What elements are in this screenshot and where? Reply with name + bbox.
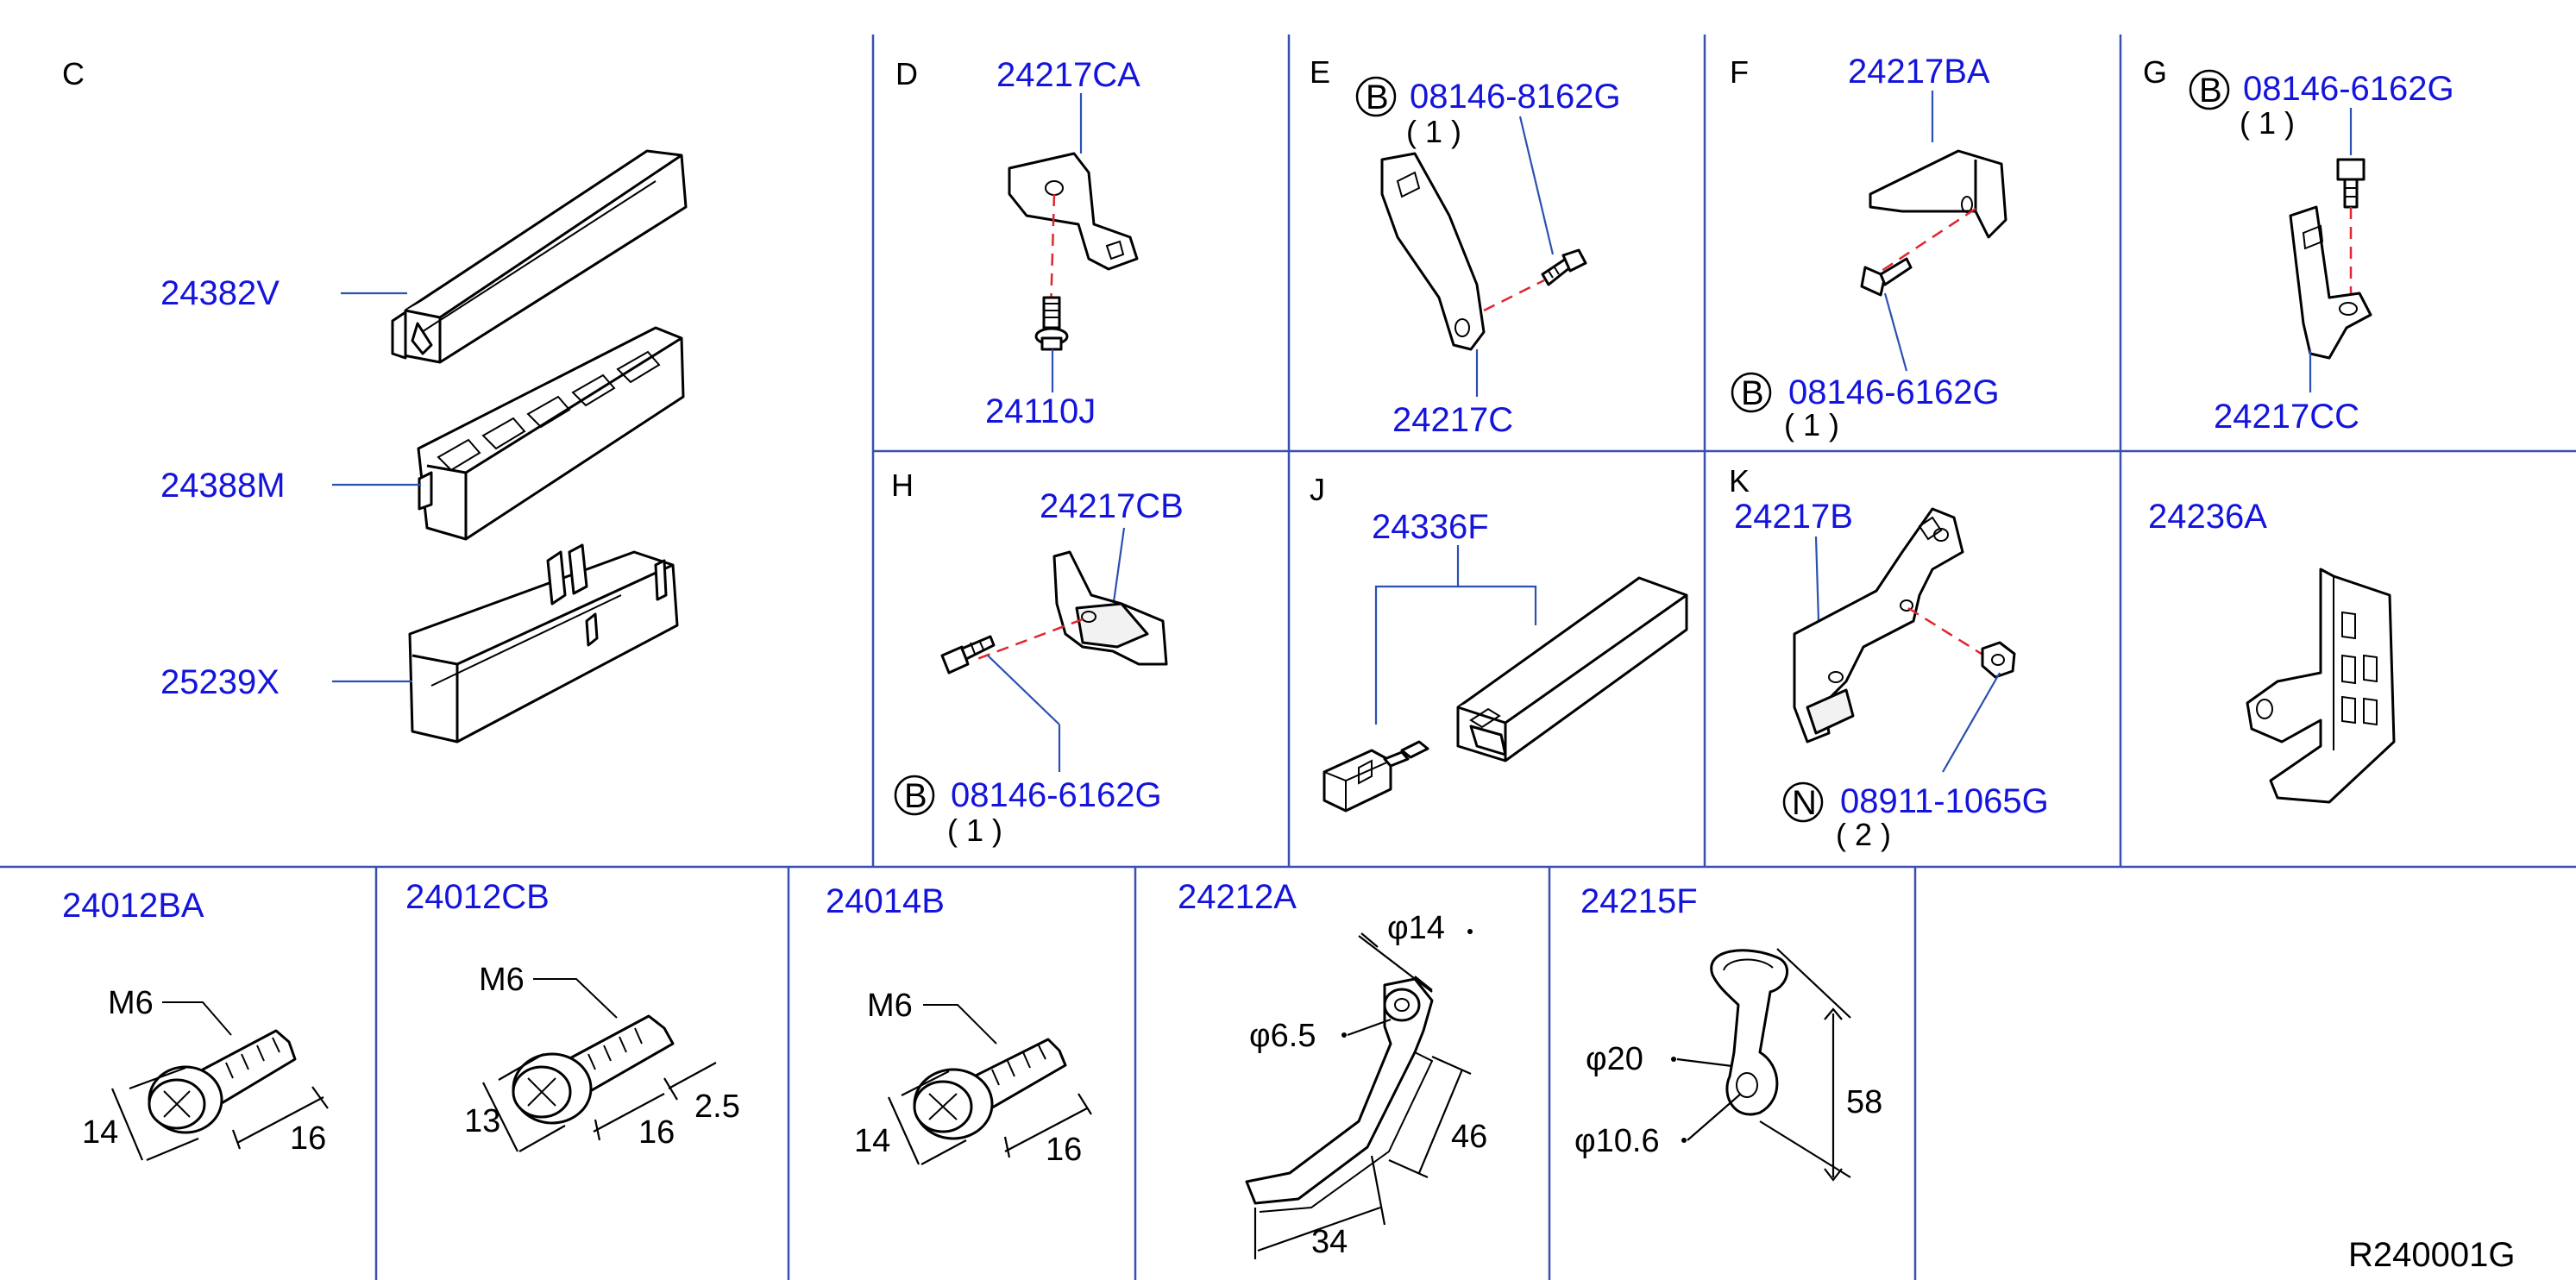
bolt-g (2336, 158, 2366, 209)
qty-k: ( 2 ) (1836, 817, 1891, 852)
part-24217C: 24217C (1392, 401, 1513, 439)
part-25239X: 25239X (160, 663, 280, 701)
height-24215F: 58 (1846, 1084, 1882, 1120)
section-24012CB: 24012CB M6 13 16 2.5 (405, 878, 740, 1152)
drawing-code: R240001G (2348, 1236, 2515, 1274)
fuse-block-base (408, 543, 679, 744)
section-l: 24236A (2148, 498, 2396, 804)
connector-housing (1456, 576, 1688, 762)
thread-24012BA: M6 (108, 985, 154, 1021)
bolt-body-24014B (913, 1038, 1067, 1140)
section-24215F: 24215F 58 φ20 φ10.6 (1574, 882, 1882, 1182)
section-letter-e: E (1310, 54, 1330, 90)
section-letter-g: G (2143, 54, 2167, 90)
clip-body-24215F (1710, 949, 1788, 1116)
bolt-f (1860, 257, 1913, 297)
section-d: D 24217CA 24110J (895, 56, 1140, 430)
section-letter-f: F (1730, 54, 1749, 90)
inner-24215F: φ10.6 (1574, 1123, 1660, 1159)
section-24212A: 24212A φ14 φ6.5 46 34 (1178, 878, 1487, 1260)
bolt-e (1541, 248, 1587, 286)
qty-g: ( 1 ) (2240, 105, 2295, 141)
fuse-holder (417, 326, 685, 541)
section-letter-h: H (891, 467, 914, 503)
section-letter-j: J (1310, 472, 1325, 507)
bracket-24217CC (2289, 205, 2372, 360)
section-h: H 24217CB B 08146-6162G ( 1 ) (891, 467, 1184, 848)
section-g: G B 08146-6162G ( 1 ) 24217CC (2143, 54, 2454, 436)
part-24014B: 24014B (826, 882, 945, 920)
length-24012CB: 16 (638, 1114, 675, 1151)
thread-24012CB: M6 (479, 962, 525, 998)
section-j: J 24336F (1310, 472, 1688, 813)
length-24012BA: 16 (290, 1120, 326, 1157)
qty-h: ( 1 ) (947, 813, 1002, 848)
bolt-code-g: B (2199, 72, 2222, 110)
bolt-code-e: B (1366, 78, 1389, 116)
part-24012CB: 24012CB (405, 878, 550, 916)
head-24014B: 14 (854, 1123, 890, 1159)
part-24110J: 24110J (985, 392, 1096, 430)
part-08911-1065G: 08911-1065G (1840, 782, 2049, 820)
qty-f: ( 1 ) (1784, 407, 1839, 442)
inner-24212A: φ6.5 (1249, 1018, 1316, 1054)
part-24217BA: 24217BA (1848, 53, 1990, 91)
clip-body-24212A (1245, 977, 1434, 1213)
bolt-body-24012BA (148, 1029, 297, 1134)
bracket-24236A (2246, 568, 2396, 804)
part-24217CB: 24217CB (1040, 487, 1184, 525)
bolt-code-f: B (1741, 374, 1764, 412)
part-24215F: 24215F (1580, 882, 1698, 920)
bracket-24217CB (1052, 550, 1168, 666)
width-24212A: 34 (1311, 1224, 1348, 1260)
bolt-h (940, 635, 996, 675)
nut-code-k: N (1792, 784, 1817, 822)
part-24217CC: 24217CC (2214, 398, 2359, 436)
bracket-24217BA (1869, 149, 2007, 239)
part-24382V: 24382V (160, 274, 280, 312)
part-08146-6162G-f: 08146-6162G (1788, 373, 2000, 411)
section-24012BA: 24012BA M6 14 16 (62, 887, 329, 1162)
part-24388M: 24388M (160, 467, 286, 505)
bracket-24217C (1380, 152, 1486, 351)
part-24236A: 24236A (2148, 498, 2267, 536)
bracket-24217CA (1008, 152, 1139, 271)
fuse-box-cover (391, 149, 688, 364)
nut-k (1981, 641, 2016, 679)
section-24014B: 24014B M6 14 16 (826, 882, 1092, 1168)
height-24212A: 46 (1451, 1119, 1487, 1155)
bolt-code-h: B (904, 777, 927, 815)
section-letter-c: C (62, 56, 85, 91)
section-letter-k: K (1729, 463, 1750, 499)
bracket-24217B (1793, 507, 1964, 744)
part-24336F: 24336F (1372, 508, 1489, 546)
outer-24215F: φ20 (1586, 1041, 1643, 1077)
qty-e: ( 1 ) (1406, 114, 1461, 149)
length-24014B: 16 (1046, 1132, 1082, 1168)
part-24217CA: 24217CA (996, 56, 1140, 94)
part-24217B: 24217B (1734, 498, 1853, 536)
part-24012BA: 24012BA (62, 887, 204, 925)
section-f: F 24217BA B 08146-6162G ( 1 ) (1730, 53, 2007, 442)
screw-24110J (1034, 296, 1069, 351)
part-24212A: 24212A (1178, 878, 1297, 916)
part-08146-6162G-g: 08146-6162G (2243, 70, 2454, 108)
section-c: C 24382V 24388M (62, 56, 688, 744)
terminal-plug (1323, 740, 1429, 813)
part-08146-6162G-h: 08146-6162G (951, 776, 1162, 814)
outer-24212A: φ14 (1387, 910, 1445, 946)
section-letter-d: D (895, 56, 918, 91)
part-08146-8162G-e: 08146-8162G (1410, 78, 1621, 116)
head-24012CB: 13 (464, 1103, 500, 1139)
thread-24014B: M6 (867, 988, 913, 1024)
bolt-body-24012CB (512, 1014, 675, 1125)
section-e: E B 08146-8162G ( 1 ) 24217C (1310, 54, 1621, 439)
extra-24012CB: 2.5 (694, 1089, 740, 1125)
section-k: K 24217B N 08911-1065G ( 2 ) (1729, 463, 2049, 852)
grid-lines (0, 35, 2576, 1280)
head-24012BA: 14 (82, 1114, 118, 1151)
